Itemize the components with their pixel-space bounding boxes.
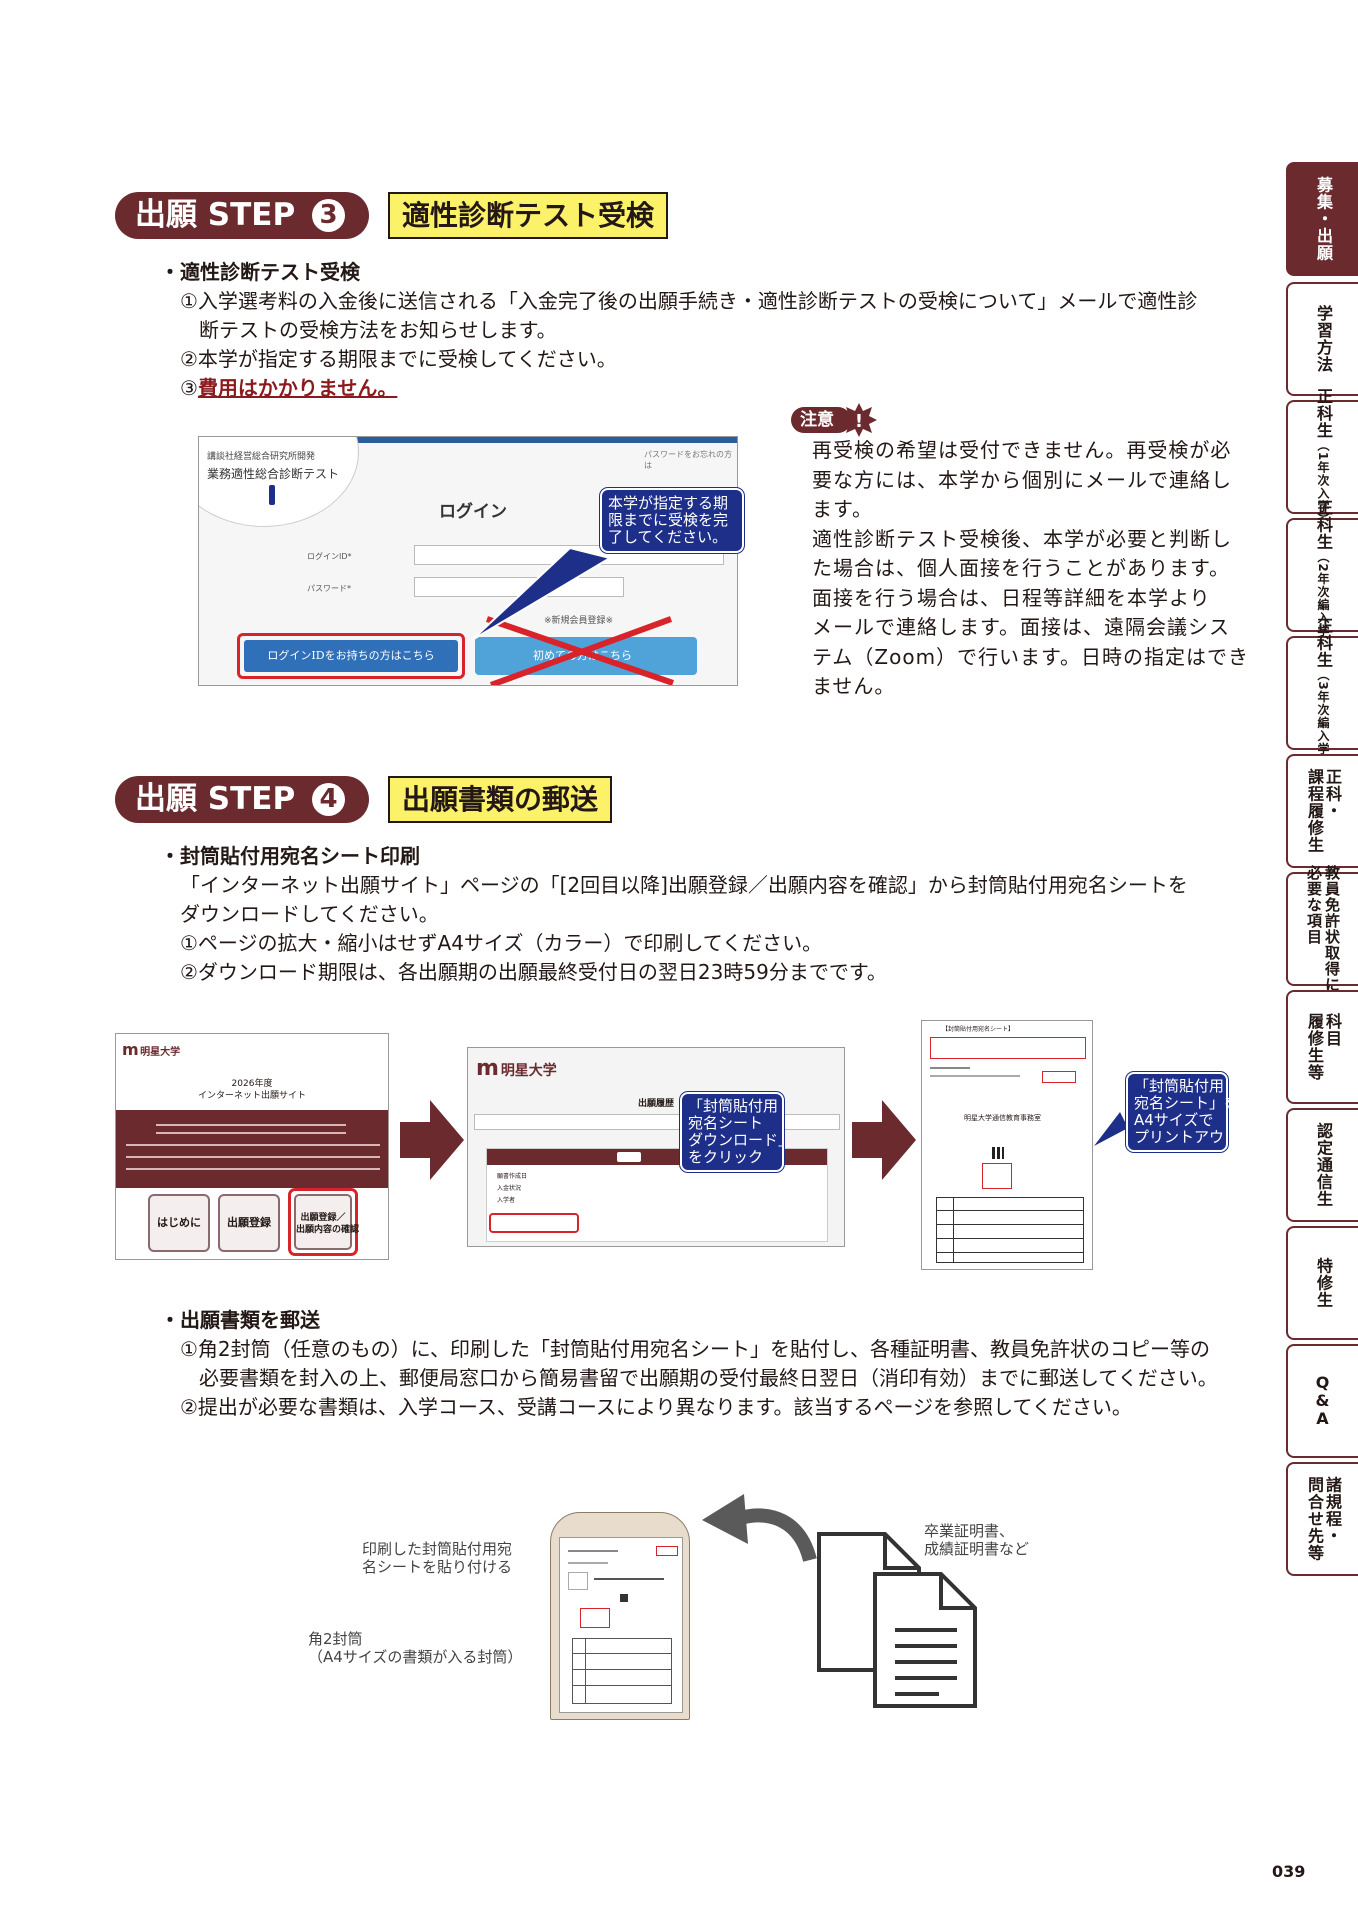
tab-subject-students[interactable]: 科目 履修生等: [1286, 990, 1358, 1104]
caution-line: 再受検の希望は受付できません。再受検が必: [812, 438, 1232, 462]
history-row: 入金状況: [497, 1185, 522, 1192]
login-forgot-hint: パスワードをお忘れの方は: [644, 450, 732, 470]
envelope: [550, 1512, 690, 1720]
step3-line3: ③費用はかかりません。: [180, 374, 397, 404]
caution-text: 再受検の希望は受付できません。再受検が必 要な方には、本学から個別にメールで連絡…: [812, 436, 1249, 702]
caution-line: ます。: [812, 497, 873, 521]
login-have-id-label: ログインIDをお持ちの方はこちら: [244, 640, 458, 672]
step4-badge-label: 出願 STEP: [135, 781, 296, 817]
step3-number: 3: [312, 199, 345, 232]
address-sheet-preview: 【封筒貼付用宛名シート】 明星大学通信教育事務室: [921, 1020, 1093, 1270]
step4-line: 必要書類を封入の上、郵便局窓口から簡易書留で出願期の受付最終日翌日（消印有効）ま…: [199, 1366, 1218, 1390]
login-have-id-button[interactable]: ログインIDをお持ちの方はこちら: [237, 633, 465, 679]
login-product: 業務適性総合診断テスト: [207, 467, 340, 481]
pen-icon: [269, 485, 275, 505]
university-logo: m 明星大学: [476, 1056, 557, 1081]
documents-icon: [817, 1532, 977, 1708]
login-org: 講談社経営総合研究所開発: [207, 452, 316, 462]
step4-badge: 出願 STEP 4: [115, 776, 369, 823]
click-download-callout: 「封筒貼付用 宛名シート ダウンロード」 をクリック: [680, 1092, 793, 1172]
step4-line: ②提出が必要な書類は、入学コース、受講コースにより異なります。該当するページを参…: [180, 1395, 1132, 1419]
history-row: 入学者: [497, 1197, 516, 1204]
step3-heading: ・適性診断テスト受検: [160, 260, 360, 284]
history-header: 出願履歴: [637, 1099, 674, 1109]
tab-certified-students[interactable]: 認定通信生: [1286, 1108, 1358, 1222]
university-logo: m 明星大学: [122, 1040, 181, 1059]
step3-badge: 出願 STEP 3: [115, 192, 369, 239]
curved-arrow-icon: [702, 1494, 817, 1562]
step4-heading1: ・封筒貼付用宛名シート印刷: [160, 844, 420, 868]
start-button[interactable]: はじめに: [148, 1194, 210, 1252]
callout-pointer: [471, 546, 613, 641]
exclamation-burst-icon: !: [841, 403, 877, 437]
step4-line: ①角2封筒（任意のもの）に、印刷した「封筒貼付用宛名シート」を貼付し、各種証明書…: [180, 1337, 1211, 1361]
step4-line: ①ページの拡大・縮小はせずA4サイズ（カラー）で印刷してください。: [180, 931, 823, 955]
step4-number: 4: [312, 783, 345, 816]
tab-regular-2nd-year[interactable]: 正科生（2年次編入学）: [1286, 499, 1358, 651]
qr-code-icon: [992, 1147, 1004, 1159]
documents-label: 卒業証明書、 成績証明書など: [924, 1522, 1030, 1558]
caution-line: 面接を行う場合は、日程等詳細を本学より: [812, 585, 1211, 610]
login-title: ログイン: [439, 502, 507, 522]
step4-title: 出願書類の郵送: [388, 776, 613, 823]
caution-line: 要な方には、本学から個別にメールで連絡し: [812, 467, 1232, 492]
caution-line: た場合は、個人面接を行うことがあります。: [812, 556, 1230, 580]
caution-line: ません。: [812, 674, 896, 698]
tab-recruitment[interactable]: 募集・出願: [1286, 162, 1358, 276]
download-sheet-link[interactable]: [489, 1213, 579, 1233]
tab-course-students[interactable]: 正科・ 課程履修生: [1286, 754, 1358, 868]
login-pw-label: パスワード*: [307, 584, 351, 593]
deadline-callout: 本学が指定する期 限までに受検を完 了してください。: [600, 488, 744, 553]
arrow-right-icon: [852, 1100, 916, 1180]
step4-line: ダウンロードしてください。: [180, 902, 439, 926]
step3-line1b: 断テストの受検方法をお知らせします。: [199, 318, 557, 342]
svg-text:!: !: [855, 411, 863, 432]
tab-special-students[interactable]: 特修生: [1286, 1226, 1358, 1340]
step4-line: 「インターネット出願サイト」ページの「[2回目以降]出願登録／出願内容を確認」か…: [180, 873, 1188, 897]
register-button[interactable]: 出願登録: [218, 1194, 280, 1252]
sheet-addressee: 明星大学通信教育事務室: [964, 1114, 1041, 1122]
caution-line: メールで連絡します。面接は、遠隔会議シス: [812, 615, 1230, 639]
tab-regular-3rd-year[interactable]: 正科生（3年次編入学）: [1286, 617, 1358, 769]
page-number: 039: [1272, 1862, 1306, 1881]
site-banner: [116, 1110, 388, 1188]
history-notice: [474, 1114, 840, 1130]
login-new-register: ※新規会員登録※: [544, 616, 614, 626]
cross-out-icon: [486, 616, 674, 685]
step4-line: ②ダウンロード期限は、各出願期の出願最終受付日の翌日23時59分までです。: [180, 960, 887, 984]
confirm-application-button[interactable]: 出願登録／ 出願内容の確認: [288, 1188, 359, 1256]
caution-tag: 注意: [791, 407, 851, 433]
login-id-label: ログインID*: [307, 552, 352, 561]
step3-line1: ①入学選考料の入金後に送信される「入金完了後の出願手続き・適性診断テストの受検に…: [180, 289, 1198, 313]
envelope-label-sheet: 印刷した封筒貼付用宛 名シートを貼り付ける: [362, 1540, 513, 1576]
site-year: 2026年度: [231, 1079, 273, 1089]
login-topbar: [199, 437, 737, 443]
envelope-label-size: 角2封筒 （A4サイズの書類が入る封筒）: [308, 1630, 523, 1666]
application-site-screenshot: m 明星大学 2026年度 インターネット出願サイト はじめに 出願登録 出願登…: [115, 1033, 389, 1260]
caution-line: 適性診断テスト受検後、本学が必要と判断し: [812, 526, 1232, 551]
envelope-sheet: [559, 1537, 683, 1713]
tab-regular-1st-year[interactable]: 正科生（1年次入学）: [1286, 388, 1358, 526]
no-fee-note: 費用はかかりません。: [197, 376, 398, 400]
step3-line2: ②本学が指定する期限までに受検してください。: [180, 347, 617, 371]
tab-qa[interactable]: Q & A: [1286, 1344, 1358, 1458]
tab-regulations-contact[interactable]: 諸規程・ 問合せ先等: [1286, 1462, 1358, 1576]
print-a4-callout: 「封筒貼付用 宛名シート」を A4サイズで プリントアウト: [1126, 1072, 1239, 1152]
step3-badge-label: 出願 STEP: [135, 197, 296, 233]
step3-line3-prefix: ③: [180, 376, 198, 400]
site-title: インターネット出願サイト: [197, 1091, 306, 1101]
tab-teacher-license[interactable]: 教員免許状取得に 必要な項目: [1286, 865, 1358, 993]
tab-study-method[interactable]: 学習方法: [1286, 282, 1358, 396]
step4-heading2: ・出願書類を郵送: [160, 1308, 320, 1332]
step3-title: 適性診断テスト受検: [388, 192, 669, 239]
caution-line: テム（Zoom）で行います。日時の指定はでき: [812, 644, 1250, 669]
callout-pointer: [1094, 1112, 1128, 1146]
sheet-title: 【封筒貼付用宛名シート】: [942, 1026, 1015, 1033]
arrow-right-icon: [400, 1100, 464, 1180]
history-row: 願書作成日: [497, 1173, 528, 1180]
